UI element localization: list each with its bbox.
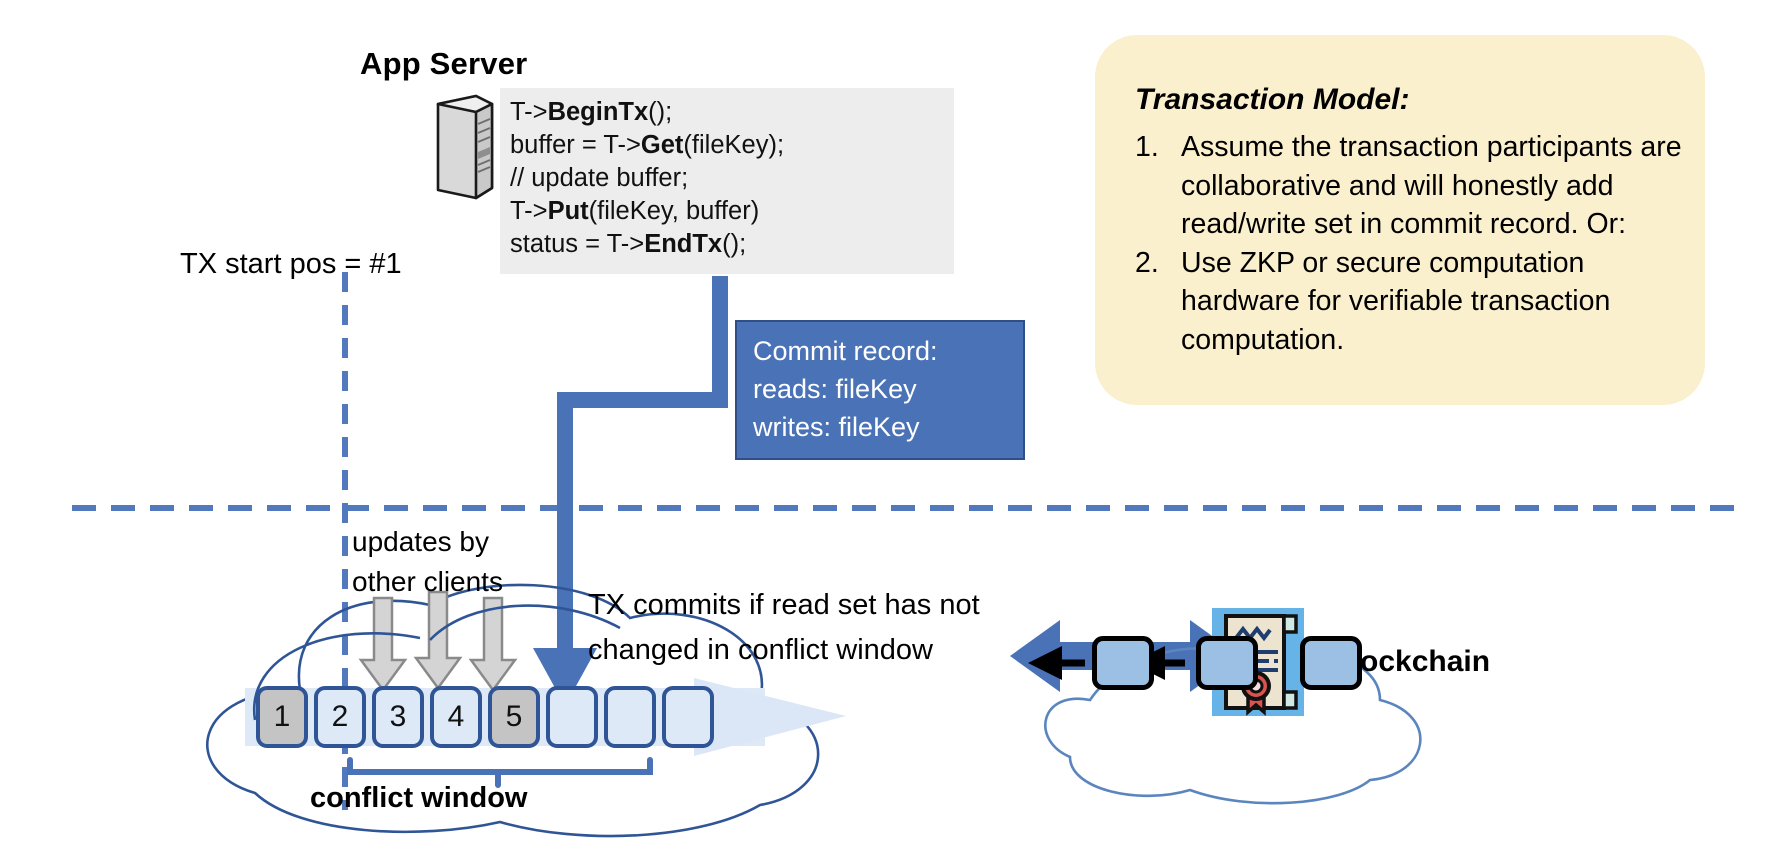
conflict-window-bracket bbox=[347, 757, 653, 788]
code-line-2: buffer = T->Get(fileKey); bbox=[510, 131, 785, 159]
server-tower-icon bbox=[430, 92, 500, 202]
code-line-1: T->BeginTx(); bbox=[510, 98, 673, 126]
list-item-number: 1. bbox=[1135, 131, 1159, 163]
list-item-text: Assume the transaction participants are … bbox=[1181, 131, 1682, 240]
app-server-code-box: T->BeginTx(); buffer = T->Get(fileKey); … bbox=[500, 88, 954, 274]
tx-start-pos-label: TX start pos = #1 bbox=[180, 248, 402, 280]
ledger-block[interactable] bbox=[604, 686, 656, 748]
conflict-window-label: conflict window bbox=[310, 782, 528, 814]
ledger-cloud bbox=[205, 583, 820, 838]
code-line-5: status = T->EndTx(); bbox=[510, 230, 747, 258]
label-line: other clients bbox=[352, 566, 503, 597]
ledger-swirl bbox=[252, 604, 621, 721]
label-line: TX commits if read set has not bbox=[588, 589, 980, 621]
code-line-4: T->Put(fileKey, buffer) bbox=[510, 197, 760, 225]
chain-block[interactable] bbox=[1300, 636, 1362, 690]
transaction-model-title: Transaction Model: bbox=[1135, 83, 1410, 116]
list-item-text: Use ZKP or secure computation hardware f… bbox=[1181, 246, 1611, 356]
list-item: 2. Use ZKP or secure computation hardwar… bbox=[1135, 244, 1695, 360]
chain-block[interactable] bbox=[1092, 636, 1154, 690]
ledger-block[interactable] bbox=[662, 686, 714, 748]
certificate-seal-icon bbox=[1212, 608, 1304, 716]
ledger-block-row: 1 2 3 4 5 bbox=[256, 686, 714, 748]
list-item-number: 2. bbox=[1135, 246, 1159, 279]
chain-block[interactable] bbox=[1196, 636, 1258, 690]
label-line: updates by bbox=[352, 526, 489, 557]
commit-record-line: reads: fileKey bbox=[753, 374, 917, 404]
ledger-block[interactable]: 2 bbox=[314, 686, 366, 748]
commit-record-line: Commit record: bbox=[753, 336, 938, 366]
other-client-update-arrows bbox=[358, 590, 518, 693]
app-server-title: App Server bbox=[360, 46, 528, 81]
code-line-3: // update buffer; bbox=[510, 164, 689, 192]
ledger-tail-triangle bbox=[694, 678, 846, 756]
transaction-model-list: 1. Assume the transaction participants a… bbox=[1135, 128, 1695, 359]
label-line: changed in conflict window bbox=[588, 634, 933, 666]
tx-commits-label: TX commits if read set has not changed i… bbox=[588, 583, 980, 673]
ledger-block[interactable]: 4 bbox=[430, 686, 482, 748]
commit-flow-arrow bbox=[533, 276, 728, 706]
commit-record-box: Commit record: reads: fileKey writes: fi… bbox=[735, 320, 1025, 460]
list-item: 1. Assume the transaction participants a… bbox=[1135, 128, 1695, 244]
update-arrow bbox=[358, 596, 408, 693]
ledger-block[interactable] bbox=[546, 686, 598, 748]
updates-by-other-clients-label: updates by other clients bbox=[352, 522, 503, 602]
update-arrow bbox=[413, 590, 463, 691]
commit-record-line: writes: fileKey bbox=[753, 412, 920, 442]
ledger-block[interactable]: 5 bbox=[488, 686, 540, 748]
ledger-block[interactable]: 3 bbox=[372, 686, 424, 748]
ledger-block[interactable]: 1 bbox=[256, 686, 308, 748]
transaction-model-box bbox=[1095, 35, 1705, 405]
